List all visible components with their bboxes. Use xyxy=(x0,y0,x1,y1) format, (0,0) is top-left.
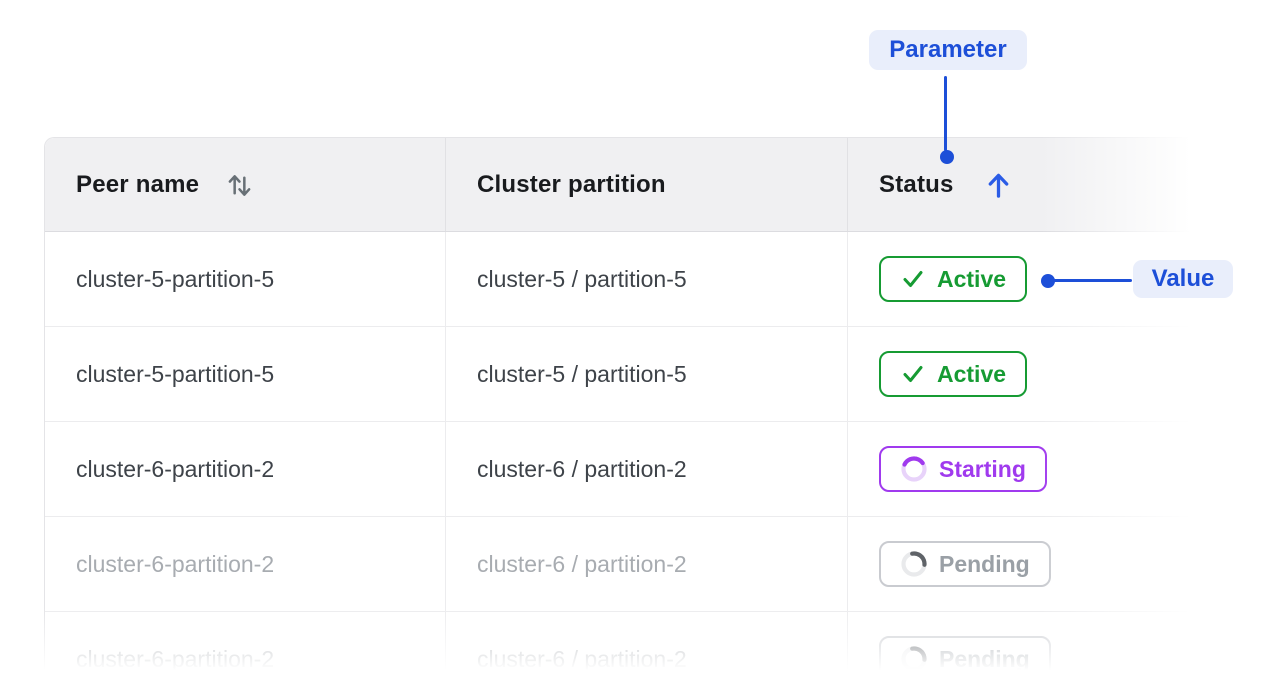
parameter-callout-pill: Parameter xyxy=(869,30,1027,70)
check-icon xyxy=(903,271,923,287)
cluster-partition-cell: cluster-6 / partition-2 xyxy=(446,422,848,516)
table-row: cluster-6-partition-2 cluster-6 / partit… xyxy=(45,517,1190,612)
spinner-icon xyxy=(901,646,927,672)
column-header-label: Cluster partition xyxy=(477,170,666,198)
cluster-partition-cell: cluster-5 / partition-5 xyxy=(446,232,848,326)
cluster-partition-cell: cluster-6 / partition-2 xyxy=(446,612,848,688)
parameter-callout-dot xyxy=(940,150,954,164)
spinner-icon xyxy=(901,551,927,577)
status-badge-label: Pending xyxy=(939,550,1030,577)
cluster-partition-cell: cluster-6 / partition-2 xyxy=(446,517,848,611)
table-row: cluster-5-partition-5 cluster-5 / partit… xyxy=(45,327,1190,422)
column-header-label: Status xyxy=(879,170,954,198)
peers-table: Peer name Cluster partition Status clust… xyxy=(44,137,1190,688)
column-header-label: Peer name xyxy=(76,170,200,198)
sort-updown-icon[interactable] xyxy=(225,169,254,200)
value-callout-pill: Value xyxy=(1133,260,1233,298)
spinner-icon xyxy=(901,456,927,482)
column-header-cluster-partition[interactable]: Cluster partition xyxy=(446,138,848,231)
status-badge-label: Active xyxy=(937,360,1007,387)
column-header-peer-name[interactable]: Peer name xyxy=(45,138,446,231)
status-badge-label: Active xyxy=(937,265,1007,292)
cluster-partition-cell: cluster-5 / partition-5 xyxy=(446,327,848,421)
status-cell: Active xyxy=(848,232,1190,326)
parameter-callout-line xyxy=(944,76,947,151)
status-cell: Active xyxy=(848,327,1190,421)
status-badge: Active xyxy=(879,256,1028,302)
column-header-status[interactable]: Status xyxy=(848,138,1190,231)
peer-name-cell: cluster-5-partition-5 xyxy=(45,232,446,326)
status-cell: Starting xyxy=(848,422,1190,516)
status-cell: Pending xyxy=(848,612,1190,688)
status-badge: Active xyxy=(879,351,1028,397)
table-header-row: Peer name Cluster partition Status xyxy=(45,138,1190,232)
parameter-callout-label: Parameter xyxy=(889,36,1007,63)
status-badge-label: Pending xyxy=(939,645,1030,672)
status-badge-label: Starting xyxy=(939,455,1026,482)
status-badge: Pending xyxy=(879,541,1051,587)
peer-name-cell: cluster-5-partition-5 xyxy=(45,327,446,421)
check-icon xyxy=(903,366,923,382)
peer-name-cell: cluster-6-partition-2 xyxy=(45,422,446,516)
value-callout-line xyxy=(1050,279,1132,282)
sort-ascending-arrow-icon[interactable] xyxy=(984,168,1013,201)
status-badge: Pending xyxy=(879,636,1051,682)
status-badge: Starting xyxy=(879,446,1047,492)
value-callout-label: Value xyxy=(1151,265,1215,292)
status-cell: Pending xyxy=(848,517,1190,611)
table-row: cluster-6-partition-2 cluster-6 / partit… xyxy=(45,422,1190,517)
peer-name-cell: cluster-6-partition-2 xyxy=(45,517,446,611)
table-row: cluster-5-partition-5 cluster-5 / partit… xyxy=(45,232,1190,327)
table-row: cluster-6-partition-2 cluster-6 / partit… xyxy=(45,612,1190,688)
peer-name-cell: cluster-6-partition-2 xyxy=(45,612,446,688)
